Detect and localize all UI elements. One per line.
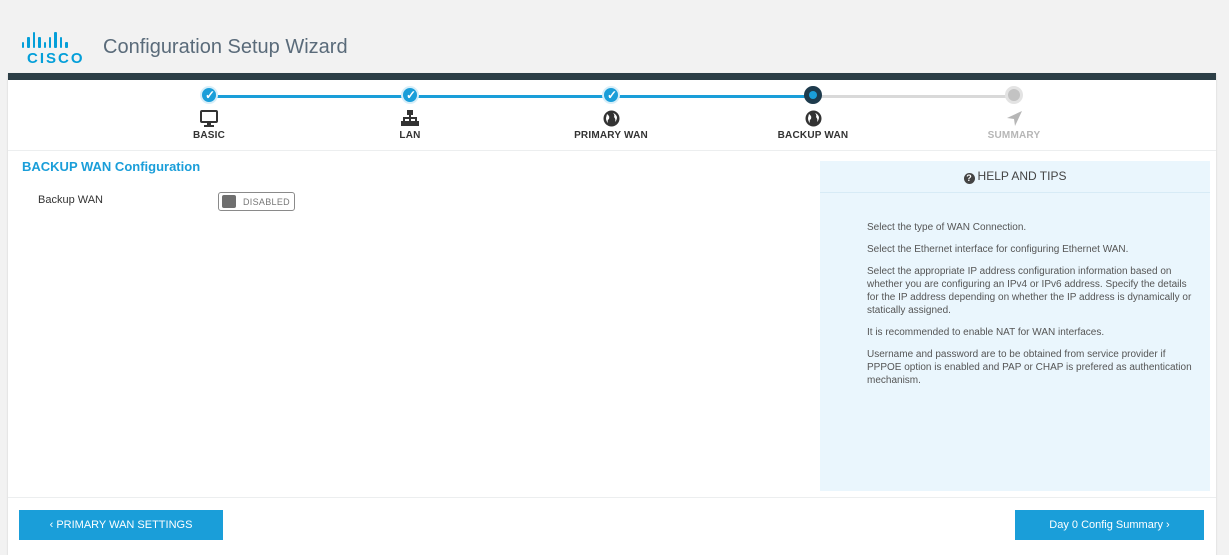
toggle-state-text: DISABLED (243, 197, 290, 207)
help-tips: Select the type of WAN Connection. Selec… (867, 221, 1197, 396)
step-complete-indicator (602, 86, 620, 104)
wizard-stepper: BASIC LAN PRIMARY WAN BACKUP WAN (8, 80, 1216, 151)
help-header: ?HELP AND TIPS (820, 161, 1210, 193)
primary-wan-settings-button[interactable]: ‹ PRIMARY WAN SETTINGS (19, 510, 223, 540)
help-panel: ?HELP AND TIPS Select the type of WAN Co… (820, 161, 1210, 491)
help-tip: Select the Ethernet interface for config… (867, 244, 1129, 255)
help-title: HELP AND TIPS (977, 169, 1067, 183)
page-title: Configuration Setup Wizard (103, 36, 348, 58)
step-lan[interactable]: LAN (350, 86, 470, 141)
step-summary[interactable]: SUMMARY (954, 86, 1074, 141)
backup-wan-toggle[interactable]: DISABLED (218, 192, 295, 211)
step-pending-indicator (1005, 86, 1023, 104)
footer-divider (8, 497, 1216, 498)
location-arrow-icon (954, 109, 1074, 127)
step-backup-wan[interactable]: BACKUP WAN (753, 86, 873, 141)
toggle-knob (222, 195, 236, 208)
cisco-logo-text: CISCO (27, 50, 85, 67)
step-basic[interactable]: BASIC (149, 86, 269, 141)
cisco-logo: CISCO (22, 32, 86, 68)
monitor-icon (149, 109, 269, 127)
globe-icon (753, 109, 873, 127)
step-label: BASIC (192, 130, 226, 141)
step-primary-wan[interactable]: PRIMARY WAN (551, 86, 671, 141)
step-label: SUMMARY (987, 130, 1041, 141)
wizard-card: BASIC LAN PRIMARY WAN BACKUP WAN (8, 73, 1216, 555)
section-title: BACKUP WAN Configuration (22, 159, 201, 174)
backup-wan-label: Backup WAN (38, 194, 104, 206)
app-header: CISCO Configuration Setup Wizard (0, 0, 1229, 73)
stepper-progress-line (210, 95, 814, 98)
cisco-logo-bars (22, 32, 86, 48)
step-label: PRIMARY WAN (574, 130, 648, 141)
step-current-indicator (804, 86, 822, 104)
step-complete-indicator (200, 86, 218, 104)
help-tip: It is recommended to enable NAT for WAN … (867, 327, 1105, 338)
day0-config-summary-button[interactable]: Day 0 Config Summary › (1015, 510, 1204, 540)
globe-icon (551, 109, 671, 127)
help-tip: Username and password are to be obtained… (867, 349, 1192, 386)
question-circle-icon: ? (963, 173, 975, 184)
network-icon (350, 109, 470, 127)
stepper-remaining-line (814, 95, 1016, 98)
help-tip: Select the appropriate IP address config… (867, 266, 1192, 316)
help-tip: Select the type of WAN Connection. (867, 222, 1027, 233)
step-complete-indicator (401, 86, 419, 104)
step-label: LAN (399, 130, 421, 141)
step-label: BACKUP WAN (777, 130, 849, 141)
